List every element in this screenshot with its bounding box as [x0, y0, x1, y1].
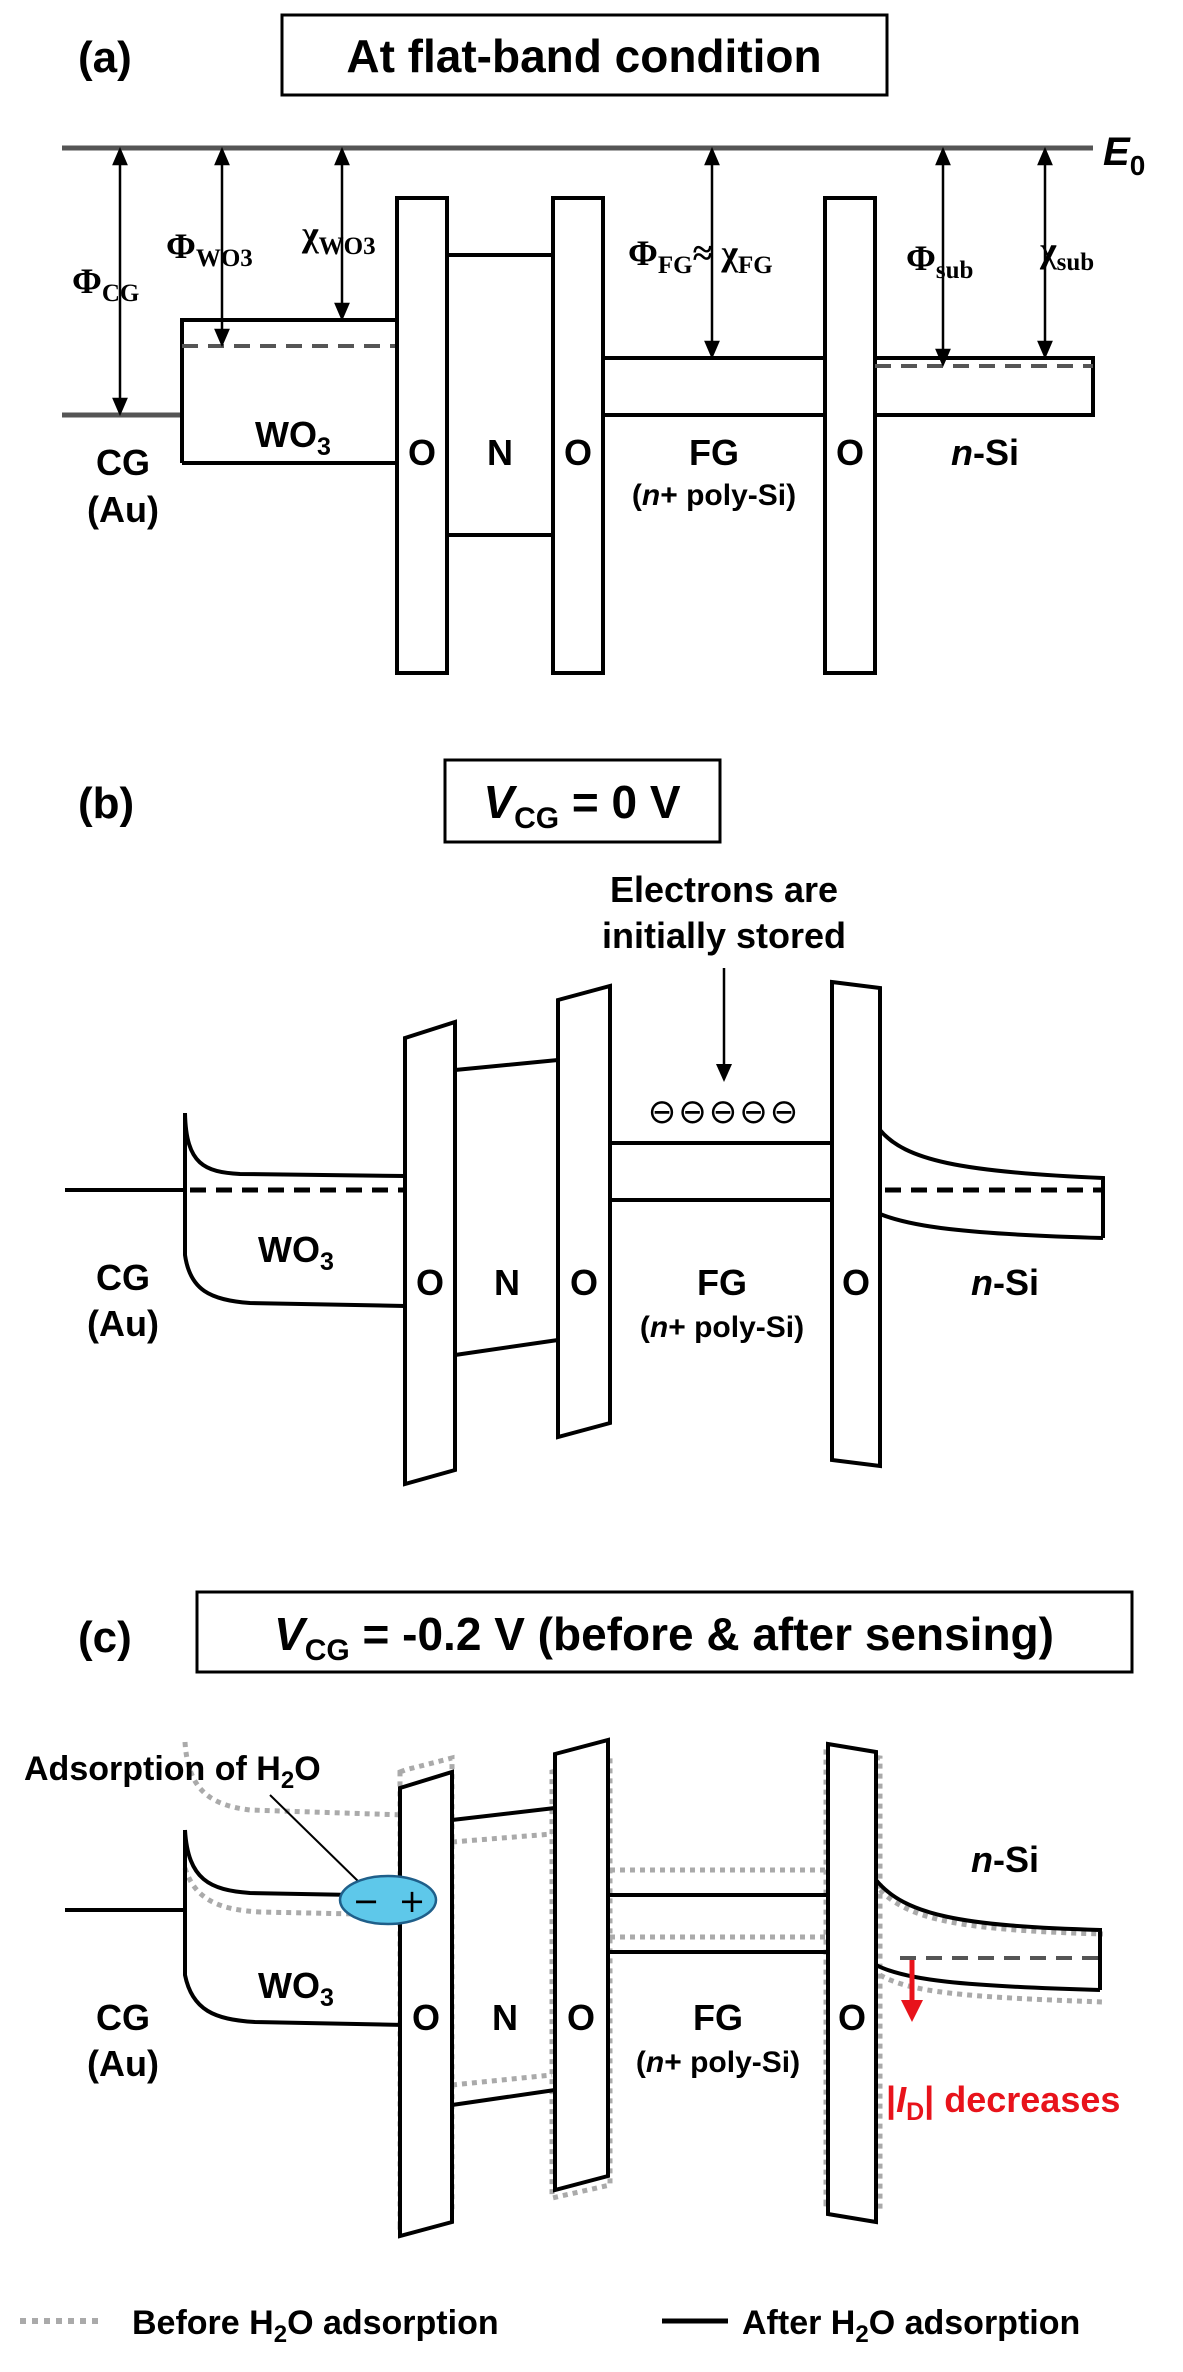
panel-a-title: At flat-band condition — [346, 30, 821, 82]
panel-a-label: (a) — [78, 33, 132, 82]
svg-text:+: + — [399, 1882, 426, 1920]
fg-bands-b — [610, 1141, 832, 1202]
water-dipole-icon: − + — [338, 1874, 438, 1926]
si-bands — [875, 356, 1095, 417]
vacuum-level-label: E0 — [1103, 130, 1145, 181]
oxide-2-label-c: O — [567, 1997, 595, 2038]
oxide-2-label: O — [564, 432, 592, 473]
panel-a: (a) At flat-band condition E0 — [62, 13, 1145, 675]
wo3-bands — [180, 318, 397, 465]
adsorption-label: Adsorption of H2O — [24, 1750, 321, 1794]
oxide-1-label-b: O — [416, 1262, 444, 1303]
energy-arrows — [112, 146, 1053, 417]
panel-b: (b) VCG = 0 V Electrons are initially st… — [65, 758, 1105, 1487]
legend-after-label: After H2O adsorption — [742, 2304, 1080, 2348]
wo3-valence-band-c — [183, 1830, 406, 2027]
wo3-conduction-band-c — [183, 1829, 406, 1898]
wo3-label: WO3 — [255, 414, 331, 461]
panel-c-title: VCG = -0.2 V (before & after sensing) — [274, 1608, 1054, 1667]
oxide-3-c — [826, 1741, 878, 2225]
wo3-label-c: WO3 — [258, 1965, 334, 2012]
fg-desc-label: (n+ poly-Si) — [632, 479, 796, 512]
wo3-conduction-band-b — [183, 1112, 406, 1178]
oxide-1 — [395, 196, 449, 675]
nitride-label-c: N — [492, 1997, 518, 2038]
oxide-2-c — [553, 1737, 610, 2193]
oxide-2-label-b: O — [570, 1262, 598, 1303]
phi-wo3-label: ΦWO3 — [166, 226, 253, 272]
legend-before-label: Before H2O adsorption — [132, 2304, 499, 2348]
svg-text:−: − — [353, 1882, 380, 1920]
panel-b-label: (b) — [78, 779, 134, 828]
oxide-3-label-b: O — [842, 1262, 870, 1303]
si-valence-band-c — [875, 1963, 1101, 1992]
phi-sub-label: Φsub — [906, 238, 973, 284]
si-valence-band-b — [879, 1212, 1104, 1240]
au-label-b: (Au) — [87, 1303, 159, 1344]
panel-b-title-box — [443, 758, 722, 844]
nitride-label-b: N — [494, 1262, 520, 1303]
panel-c-title-box — [195, 1590, 1134, 1674]
cg-label-b: CG — [96, 1257, 150, 1298]
oxide-1-label-c: O — [412, 1997, 440, 2038]
adsorption-pointer — [269, 1794, 363, 1886]
current-decrease-arrow — [901, 1960, 923, 2022]
fg-desc-label-c: (n+ poly-Si) — [636, 2046, 800, 2079]
oxide-3 — [823, 196, 877, 675]
cg-label-c: CG — [96, 1997, 150, 2038]
fg-bands-c — [608, 1893, 828, 1954]
annotation-arrow — [716, 968, 732, 1082]
legend: Before H2O adsorption After H2O adsorpti… — [20, 2304, 1080, 2348]
oxide-2-b — [556, 983, 612, 1440]
fg-desc-label-b: (n+ poly-Si) — [640, 1311, 804, 1344]
panel-b-title: VCG = 0 V — [483, 776, 680, 835]
oxide-3-label: O — [836, 432, 864, 473]
au-label: (Au) — [87, 489, 159, 530]
nitride-bands-b — [454, 1058, 559, 1357]
wo3-label-b: WO3 — [258, 1229, 334, 1276]
oxide-2 — [551, 196, 605, 675]
panel-a-title-box — [280, 13, 889, 97]
nitride-label: N — [487, 432, 513, 473]
oxide-3-b — [830, 979, 882, 1469]
fg-label: FG — [689, 432, 739, 473]
si-label-b: n-Si — [971, 1262, 1039, 1303]
id-decreases-label: |ID| decreases — [886, 2079, 1120, 2126]
oxide-1-b — [403, 1019, 457, 1487]
si-label: n-Si — [951, 432, 1019, 473]
phi-fg-label: ΦFG≈ χFG — [628, 233, 773, 279]
panel-c: (c) VCG = -0.2 V (before & after sensing… — [24, 1590, 1134, 2239]
oxide-1-label: O — [408, 432, 436, 473]
cg-label: CG — [96, 442, 150, 483]
chi-wo3-label: χWO3 — [301, 214, 376, 260]
si-label-c: n-Si — [971, 1839, 1039, 1880]
phi-cg-label: ΦCG — [72, 261, 139, 307]
oxide-3-label-c: O — [838, 1997, 866, 2038]
fg-bands — [603, 356, 825, 417]
panel-c-label: (c) — [78, 1613, 132, 1662]
wo3-valence-band-b — [183, 1113, 406, 1308]
fg-label-b: FG — [697, 1262, 747, 1303]
nitride-bands — [447, 253, 553, 537]
chi-sub-label: χsub — [1039, 230, 1094, 276]
electrons-annotation-1: Electrons are — [610, 869, 838, 910]
si-conduction-band-c — [874, 1878, 1102, 1990]
nitride-bands-c — [451, 1806, 556, 2107]
au-label-c: (Au) — [87, 2043, 159, 2084]
si-conduction-band-b — [878, 1128, 1105, 1238]
stored-electrons: ⊖⊖⊖⊖⊖ — [648, 1092, 800, 1132]
fg-label-c: FG — [693, 1997, 743, 2038]
electrons-annotation-2: initially stored — [602, 915, 846, 956]
